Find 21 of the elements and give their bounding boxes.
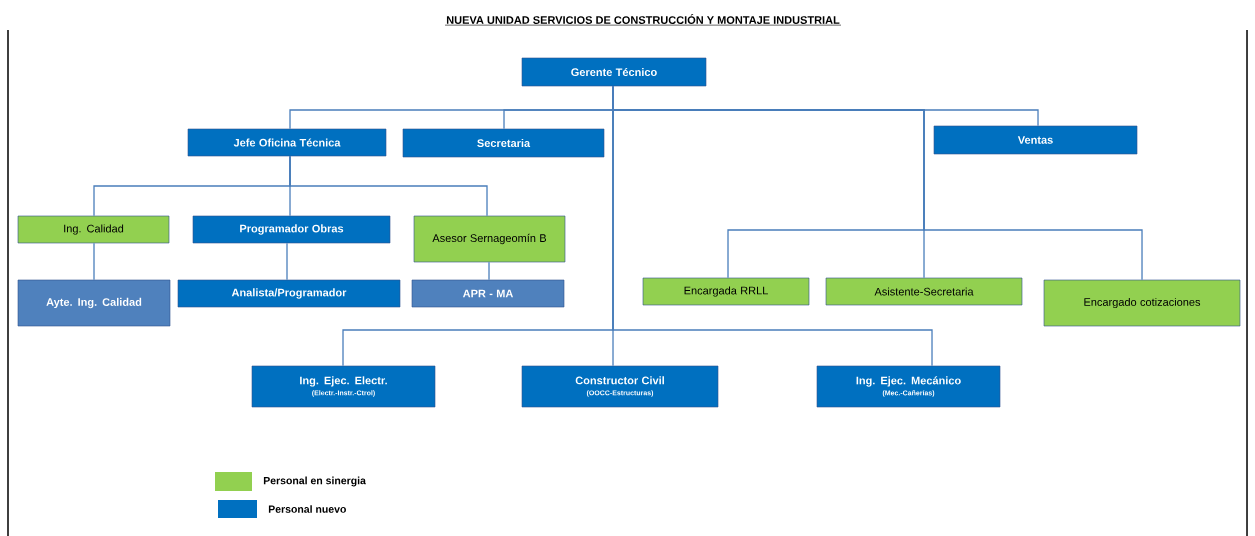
legend-label: Personal en sinergia bbox=[263, 476, 366, 487]
position-box: Secretaria bbox=[402, 128, 605, 158]
position-box: Gerente Técnico bbox=[521, 57, 707, 87]
legend-label: Personal nuevo bbox=[268, 505, 346, 513]
position-box: Encargada RRLL bbox=[642, 277, 810, 306]
position-box: Ventas bbox=[933, 125, 1138, 155]
position-box: Asesor Sernageomín B bbox=[413, 215, 566, 263]
position-box: Ing. Calidad bbox=[17, 215, 170, 244]
position-box: Encargado cotizaciones bbox=[1043, 279, 1241, 327]
position-box: Analista/Programador bbox=[177, 279, 401, 308]
position-box: APR - MA bbox=[411, 279, 565, 308]
connector-line bbox=[289, 155, 488, 217]
connector-line bbox=[286, 242, 288, 281]
connector-line bbox=[488, 261, 490, 281]
position-box: Ayte. Ing. Calidad bbox=[17, 279, 171, 327]
position-box: Programador Obras bbox=[192, 215, 391, 244]
connector-line bbox=[93, 242, 95, 281]
connector-line bbox=[612, 85, 933, 367]
title: NUEVA UNIDAD SERVICIOS DE CONSTRUCCIÓN Y MONTAJE INDUSTRIAL bbox=[444, 14, 842, 26]
position-box: Asistente-Secretaria bbox=[825, 277, 1023, 306]
position-box: Jefe Oficina Técnica bbox=[187, 128, 387, 157]
